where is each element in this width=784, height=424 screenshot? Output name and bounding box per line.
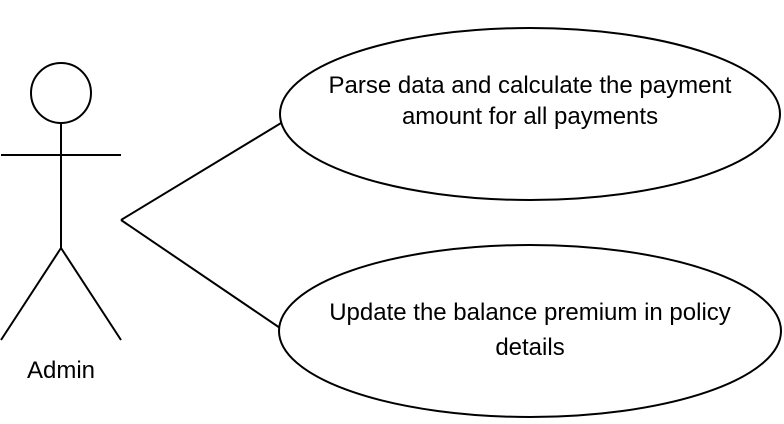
use-case-parse-data-shape[interactable]: [279, 27, 781, 201]
actor-admin-label: Admin: [26, 357, 96, 384]
use-case-update-balance-line-2: details: [495, 334, 565, 361]
association-line-update: [120, 219, 284, 331]
use-case-parse-data-line-2: amount for all payments: [401, 103, 659, 130]
actor-head: [30, 62, 92, 124]
actor-left-leg: [0, 247, 62, 341]
actor-admin-figure: [0, 62, 122, 341]
association-line-parse: [120, 116, 292, 221]
actor-right-leg: [60, 247, 122, 341]
use-case-update-balance-shape[interactable]: [278, 244, 782, 418]
use-case-update-balance-line-1: Update the balance premium in policy: [329, 299, 731, 326]
use-case-parse-data-line-1: Parse data and calculate the payment: [328, 72, 732, 99]
